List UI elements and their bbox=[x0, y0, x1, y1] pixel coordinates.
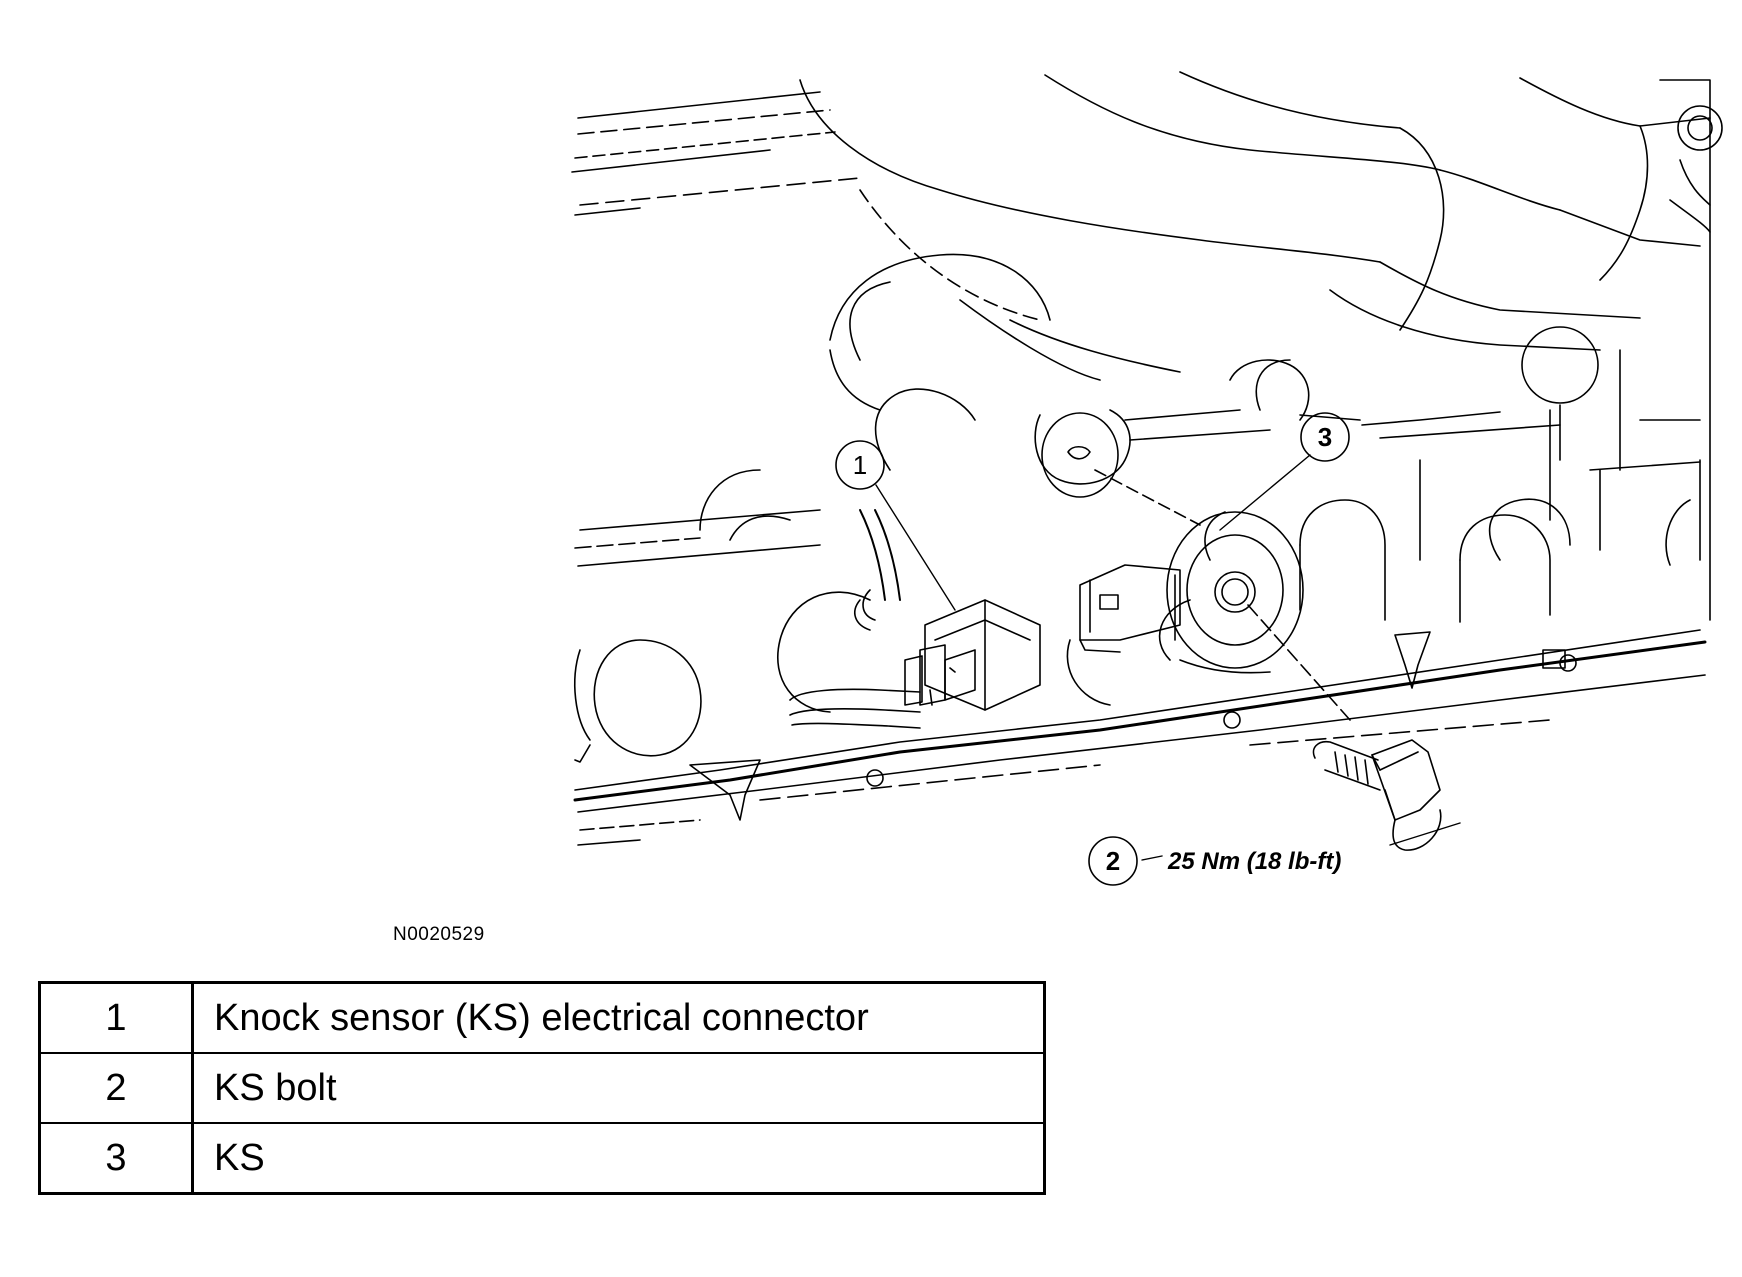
ks-electrical-connector-drawing bbox=[904, 599, 1041, 711]
callout-3: 3 bbox=[1300, 412, 1350, 462]
engine-line-illustration: 1 3 2 25 Nm (18 lb-ft) bbox=[571, 71, 1723, 886]
legend-description: KS bbox=[191, 1122, 1046, 1195]
legend-number: 1 bbox=[38, 981, 194, 1054]
callout-3-number: 3 bbox=[1318, 422, 1332, 452]
legend-number: 3 bbox=[38, 1122, 194, 1195]
callout-1: 1 bbox=[835, 440, 885, 490]
callout-2-number: 2 bbox=[1106, 846, 1120, 876]
bolt-torque-spec: 25 Nm (18 lb-ft) bbox=[1167, 848, 1341, 875]
legend-description: KS bolt bbox=[191, 1052, 1046, 1124]
callout-2: 2 25 Nm (18 lb-ft) bbox=[1088, 836, 1341, 886]
legend-table: 1 Knock sensor (KS) electrical connector… bbox=[38, 981, 1046, 1195]
ks-bolt-drawing bbox=[1312, 739, 1442, 851]
table-row: 1 Knock sensor (KS) electrical connector bbox=[38, 981, 1046, 1054]
callout-1-number: 1 bbox=[853, 450, 867, 480]
callout-leaders bbox=[875, 454, 1461, 861]
knock-sensor-drawing bbox=[1079, 511, 1304, 674]
engine-background-lines bbox=[571, 71, 1723, 846]
table-row: 3 KS bbox=[38, 1122, 1046, 1195]
legend-number: 2 bbox=[38, 1052, 194, 1124]
figure-id: N0020529 bbox=[393, 924, 485, 945]
legend-description: Knock sensor (KS) electrical connector bbox=[191, 981, 1046, 1054]
table-row: 2 KS bolt bbox=[38, 1052, 1046, 1124]
